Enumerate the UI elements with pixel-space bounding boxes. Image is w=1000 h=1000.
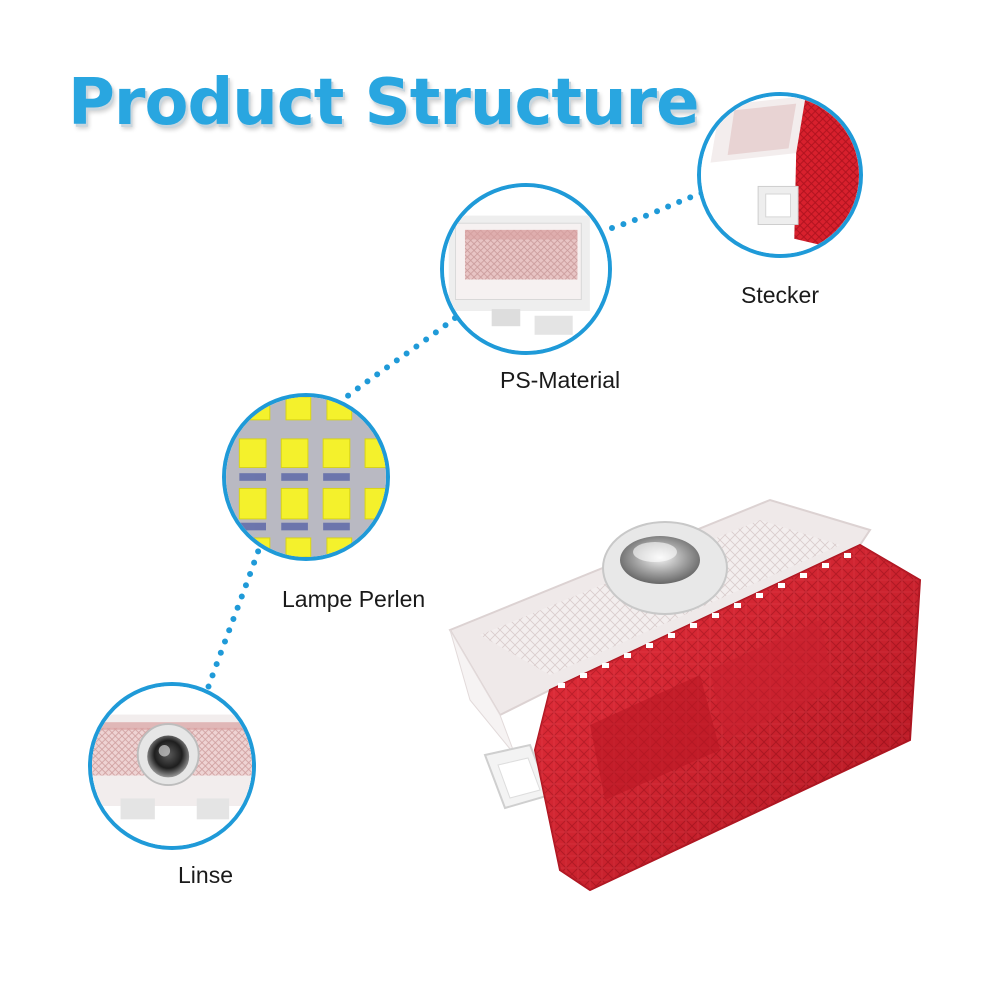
linse-label: Linse xyxy=(178,862,233,888)
linse-detail-image xyxy=(92,686,252,846)
page-title: Product Structure xyxy=(68,66,699,140)
lampe-perlen-detail-image xyxy=(226,397,386,557)
stecker-detail-image xyxy=(701,96,859,254)
lampe-perlen-zoom-circle xyxy=(222,393,390,561)
lampe-perlen-label: Lampe Perlen xyxy=(282,586,426,612)
ps-material-zoom-circle xyxy=(440,183,612,355)
ps-material-label: PS-Material xyxy=(500,367,621,393)
stecker-label: Stecker xyxy=(741,282,819,308)
ps-material-detail-image xyxy=(444,187,608,351)
linse-zoom-circle xyxy=(88,682,256,850)
product-image xyxy=(440,490,940,910)
stecker-zoom-circle xyxy=(697,92,863,258)
